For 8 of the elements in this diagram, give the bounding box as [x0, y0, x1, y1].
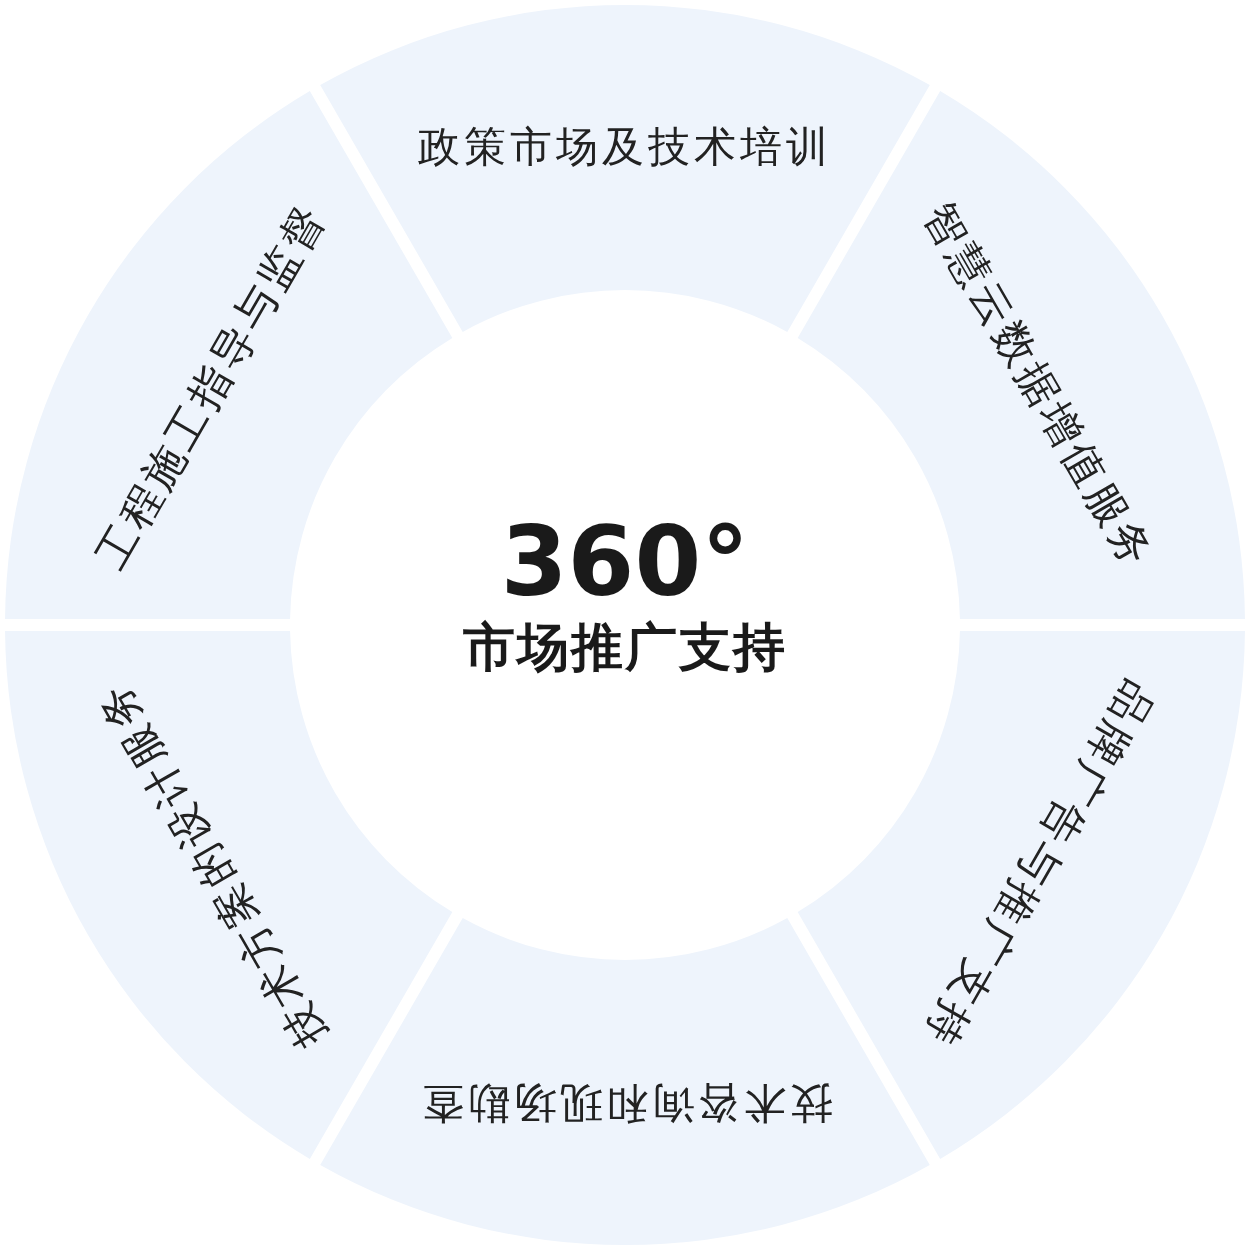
segment-label: 技术方案的设计服务 — [87, 673, 335, 1055]
segment-label: 工程施工指导与监督 — [87, 195, 335, 577]
center-title: 市场推广支持 — [463, 615, 787, 678]
segment-label: 品牌广告与推广支持 — [915, 673, 1163, 1055]
segment-label: 智慧云数据增值服务 — [915, 195, 1163, 577]
center-heading: 360° — [500, 510, 750, 616]
segment-label: 技术咨询和现场勘查 — [418, 1080, 832, 1127]
segment-label: 政策市场及技术培训 — [418, 124, 832, 171]
